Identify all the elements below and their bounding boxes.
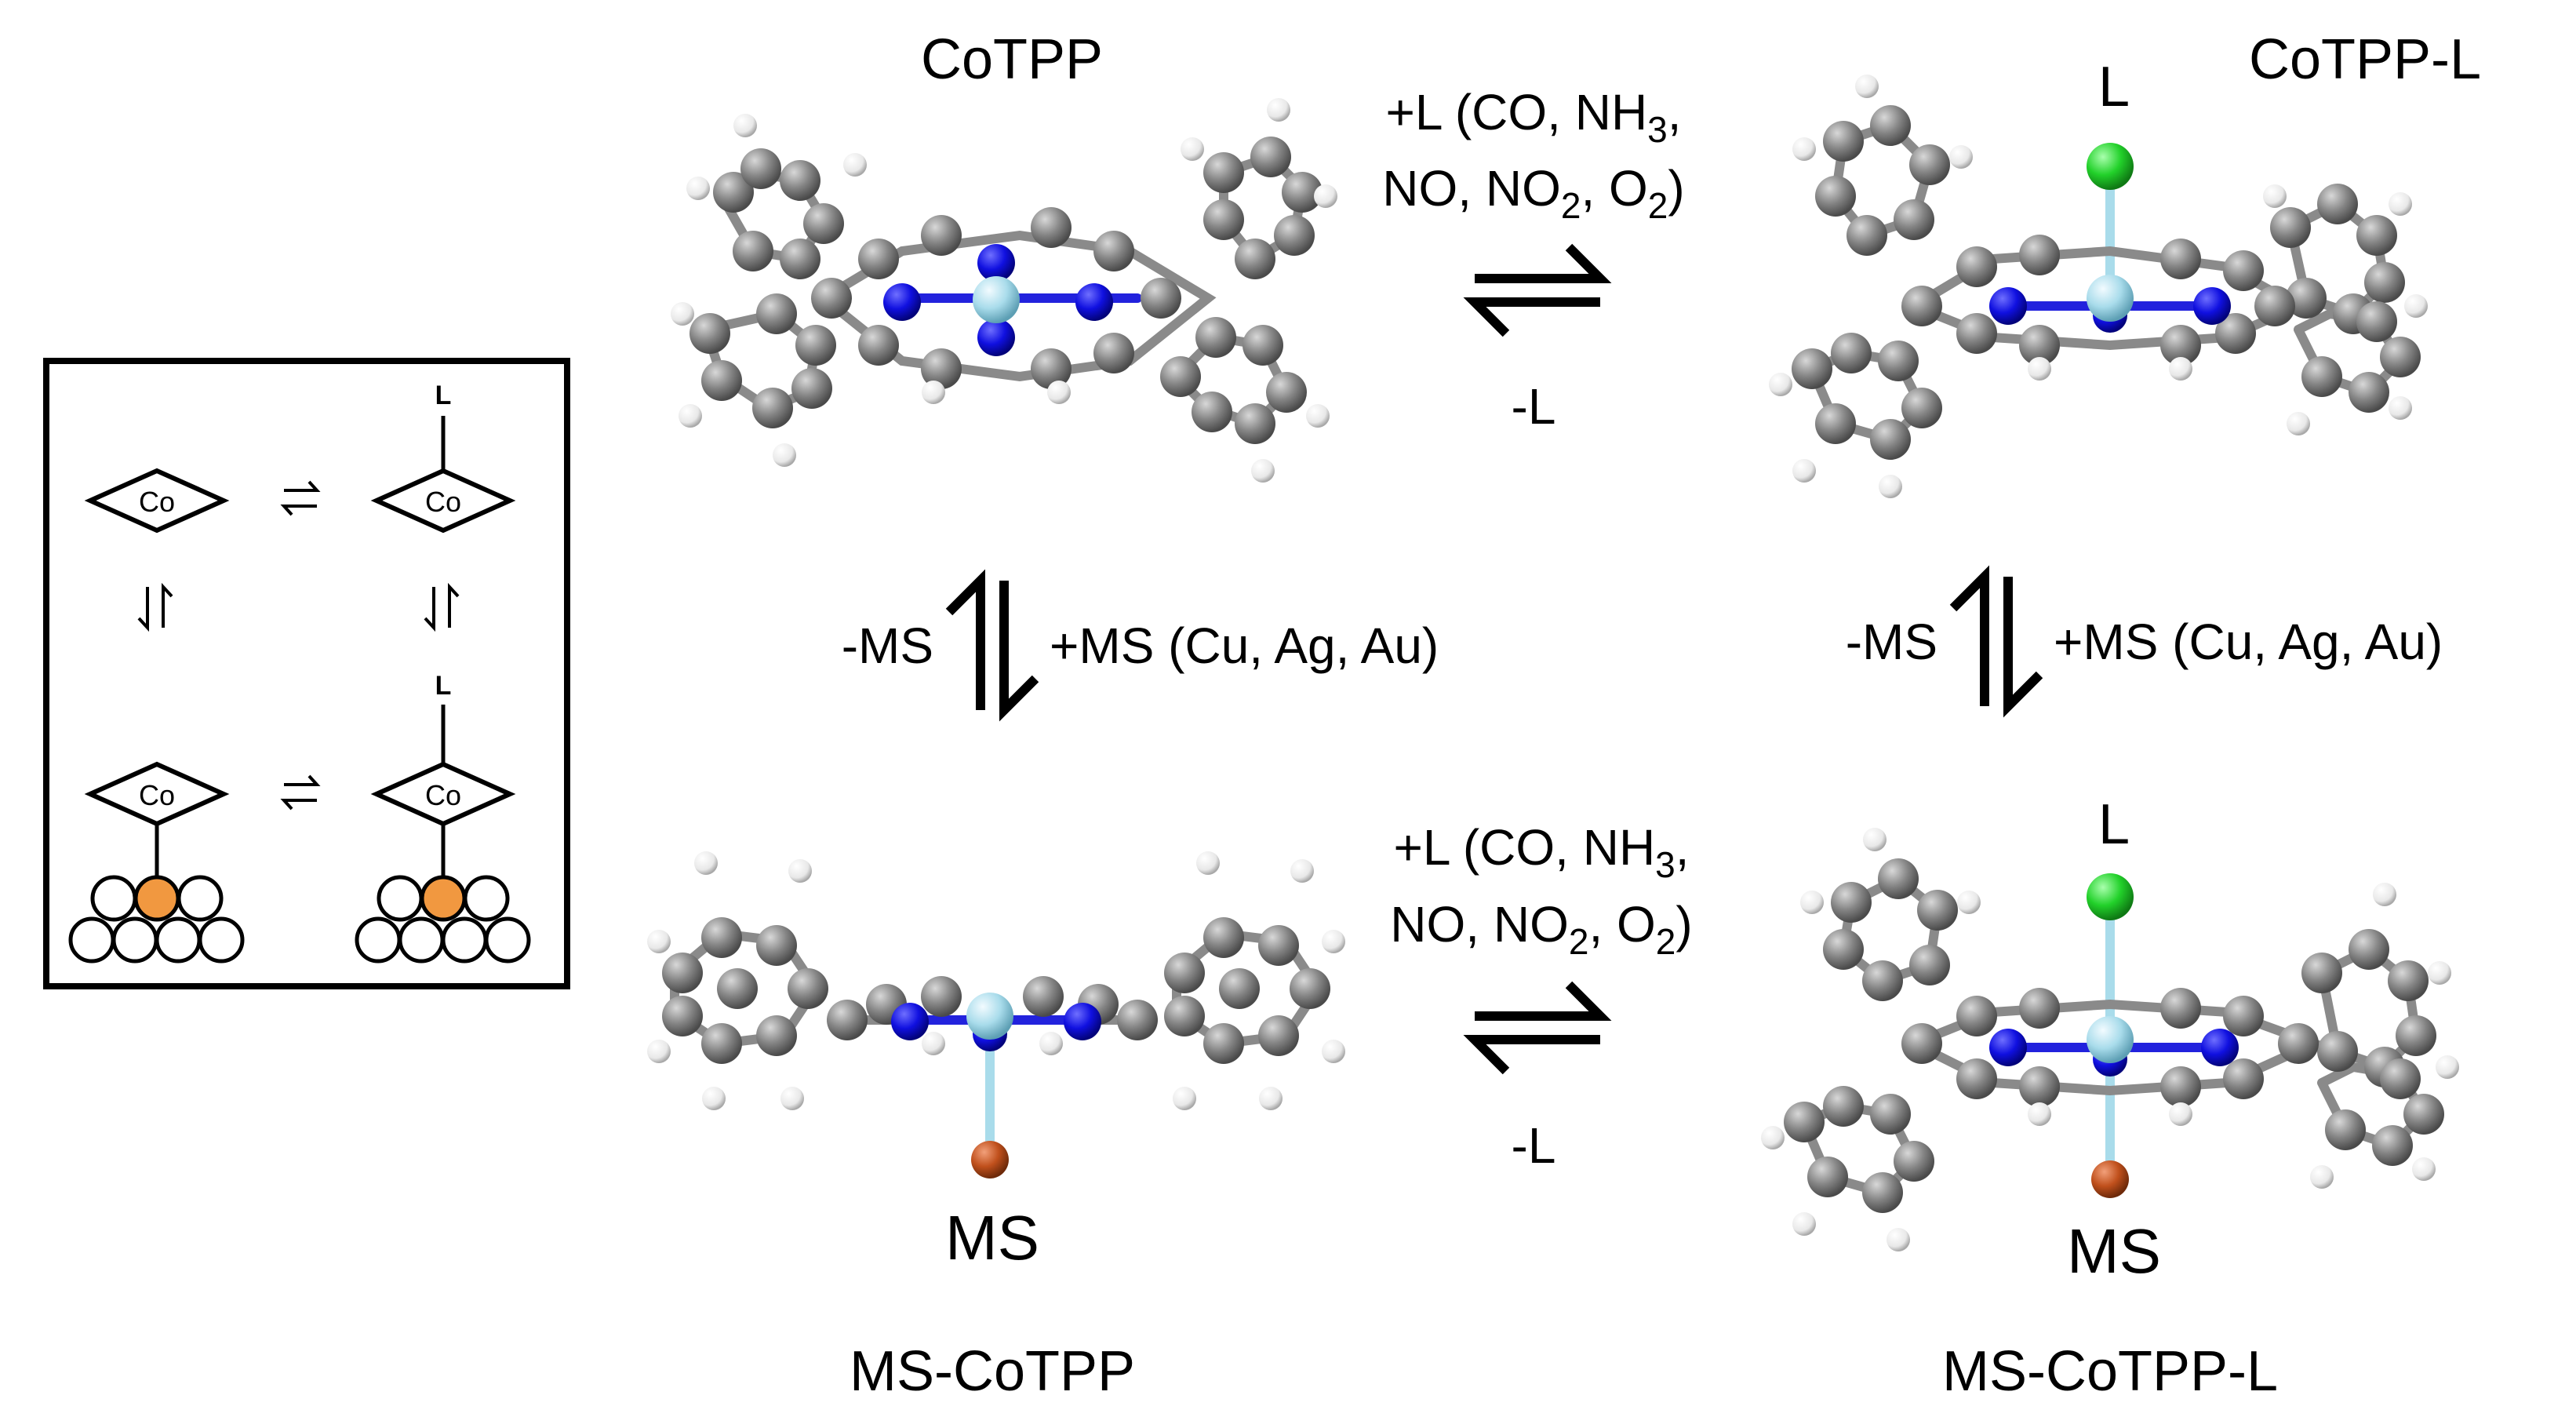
surface-add-right: +MS (Cu, Ag, Au) <box>2054 614 2443 670</box>
surface-label-left: MS <box>945 1203 1039 1273</box>
molecule-ms-cotpp: MS MS-CoTPP <box>647 851 1345 1403</box>
reaction-right: -MS +MS (Cu, Ag, Au) <box>1846 565 2443 718</box>
inset-surface-co: Co <box>68 761 245 964</box>
reverse-condition-top: -L <box>1512 378 1556 435</box>
inset-equilibrium-arrow-right <box>424 582 460 632</box>
equilibrium-arrow-top <box>1463 243 1612 337</box>
surface-label-right: MS <box>2067 1216 2161 1286</box>
equilibrium-arrow-bottom <box>1463 981 1612 1075</box>
inset-surface-co-l: L Co <box>355 671 531 964</box>
surface-add-left: +MS (Cu, Ag, Au) <box>1050 617 1439 674</box>
inset-co-porphyrin: Co <box>84 468 230 534</box>
inset-equilibrium-arrow-top <box>280 480 321 516</box>
reverse-condition-bottom: -L <box>1512 1117 1556 1174</box>
inset-l-label: L <box>435 671 452 701</box>
inset-co-l: L Co <box>370 381 516 534</box>
condition-line1-bottom: +L (CO, NH3, <box>1393 819 1689 885</box>
inset-l-label: L <box>435 381 452 410</box>
reaction-bottom: +L (CO, NH3, NO, NO2, O2) -L <box>1390 819 1692 1174</box>
inset-co-label: Co <box>425 779 461 811</box>
molecule-ms-cotpp-l: L MS MS-CoTPP-L <box>1761 793 2459 1403</box>
label-ms-cotpp-l: MS-CoTPP-L <box>1942 1340 2278 1403</box>
surface-remove-right: -MS <box>1846 614 1937 670</box>
ligand-label-bottom: L <box>2098 793 2130 856</box>
reaction-top: +L (CO, NH3, NO, NO2, O2) -L <box>1382 84 1684 435</box>
inset-equilibrium-arrow-bottom <box>280 774 321 811</box>
molecule-cotpp-l: L CoTPP-L <box>1769 28 2481 498</box>
label-cotpp-l: CoTPP-L <box>2249 28 2481 91</box>
scheme-inset: Co L Co Co <box>43 358 570 989</box>
equilibrium-arrow-left <box>945 569 1039 722</box>
condition-line2-top: NO, NO2, O2) <box>1382 160 1684 226</box>
surface-remove-left: -MS <box>842 617 933 674</box>
reaction-left: -MS +MS (Cu, Ag, Au) <box>842 569 1439 722</box>
inset-equilibrium-arrow-left <box>137 582 173 632</box>
condition-line1-top: +L (CO, NH3, <box>1385 84 1681 150</box>
inset-co-label: Co <box>139 779 175 811</box>
equilibrium-arrow-right <box>1949 565 2043 718</box>
inset-co-label: Co <box>425 486 461 518</box>
condition-line2-bottom: NO, NO2, O2) <box>1390 896 1692 962</box>
inset-co-label: Co <box>139 486 175 518</box>
molecule-cotpp: CoTPP <box>671 28 1337 483</box>
label-cotpp: CoTPP <box>921 28 1103 91</box>
ligand-label-top: L <box>2098 56 2130 118</box>
label-ms-cotpp: MS-CoTPP <box>850 1340 1135 1403</box>
